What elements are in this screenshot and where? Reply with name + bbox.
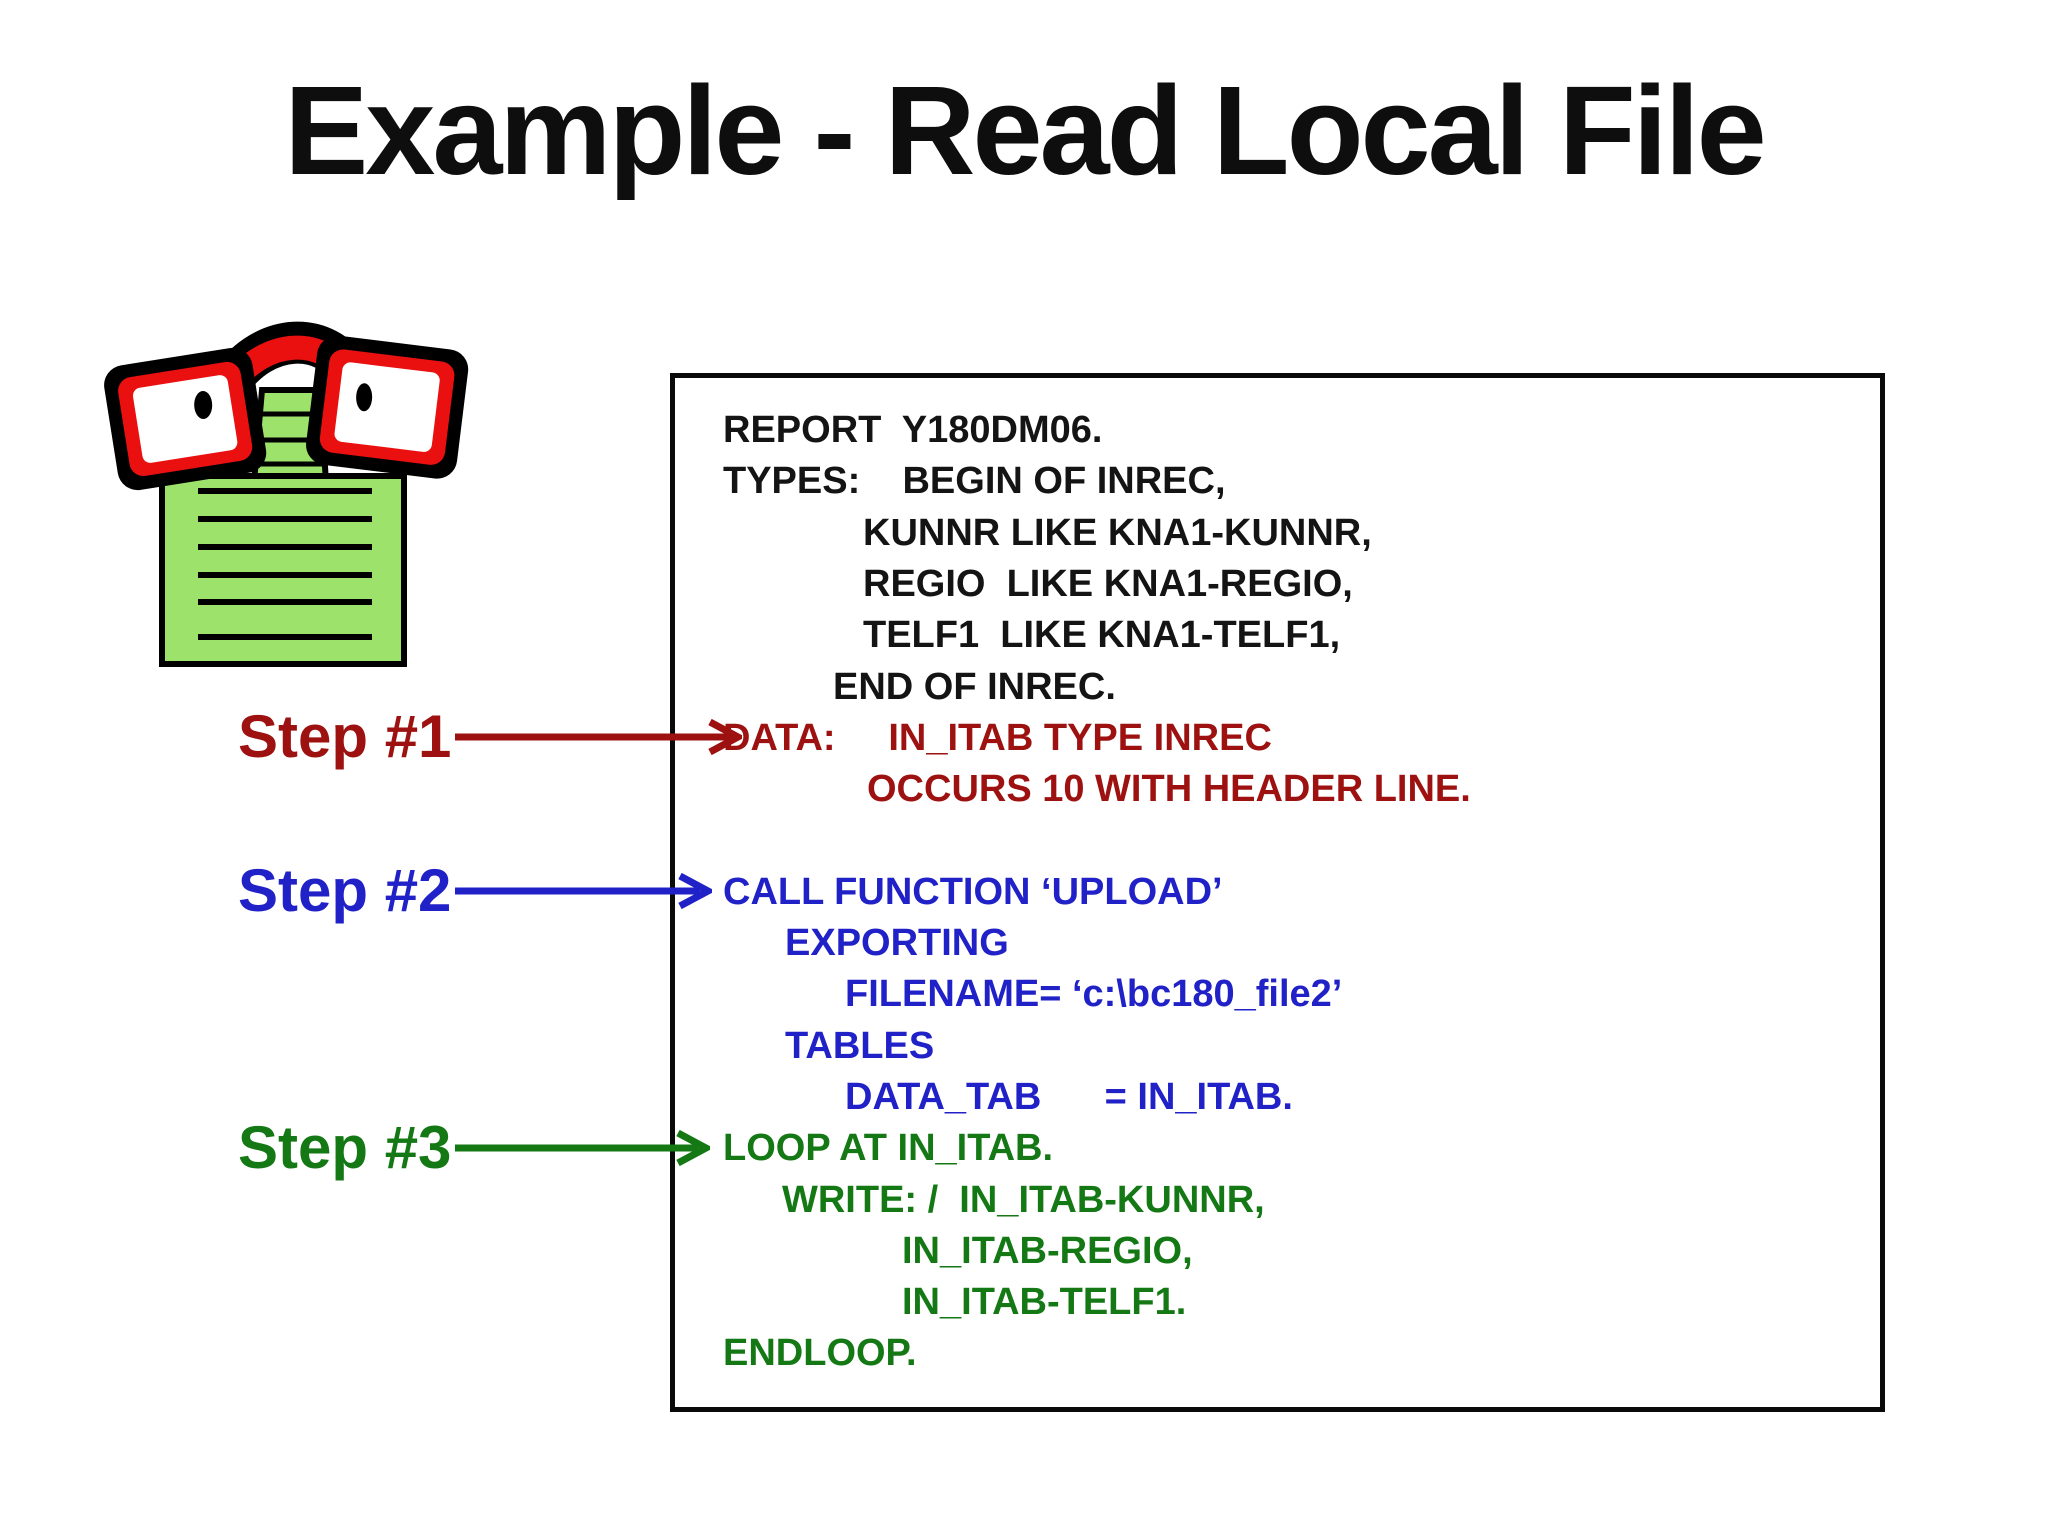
code-line: LOOP AT IN_ITAB. (723, 1127, 1054, 1170)
arrow-right-icon (455, 1129, 710, 1167)
code-line: IN_ITAB-REGIO, (902, 1229, 1193, 1272)
code-line: EXPORTING (785, 922, 1009, 964)
step-label: Step #1 (238, 703, 452, 770)
glasses-on-notepad-icon (104, 321, 469, 667)
code-line: TABLES (785, 1024, 935, 1067)
code-line: ENDLOOP. (723, 1332, 917, 1375)
code-line: TYPES: BEGIN OF INREC, (723, 460, 1226, 503)
code-line: KUNNR LIKE KNA1-KUNNR, (863, 511, 1372, 554)
code-line: REGIO LIKE KNA1-REGIO, (863, 562, 1353, 605)
code-line: WRITE: / IN_ITAB-KUNNR, (782, 1178, 1265, 1221)
step-label: Step #3 (238, 1114, 452, 1181)
code-line: IN_ITAB-TELF1. (902, 1281, 1187, 1324)
code-line: END OF INREC. (833, 665, 1116, 708)
code-line: FILENAME= ‘c:\bc180_file2’ (845, 973, 1343, 1016)
code-line: DATA_TAB = IN_ITAB. (845, 1075, 1293, 1118)
code-line: OCCURS 10 WITH HEADER LINE. (867, 768, 1471, 811)
arrow-right-icon (455, 872, 712, 910)
page-title: Example - Read Local File (284, 60, 1767, 201)
step-label: Step #2 (238, 857, 452, 924)
code-line: DATA: IN_ITAB TYPE INREC (723, 716, 1272, 759)
code-line: CALL FUNCTION ‘UPLOAD’ (723, 870, 1223, 913)
code-panel: REPORT Y180DM06. TYPES: BEGIN OF INREC, KU… (670, 373, 1885, 1412)
arrow-right-icon (455, 718, 742, 756)
code-line: REPORT Y180DM06. (723, 409, 1103, 451)
code-line: TELF1 LIKE KNA1-TELF1, (863, 614, 1341, 657)
